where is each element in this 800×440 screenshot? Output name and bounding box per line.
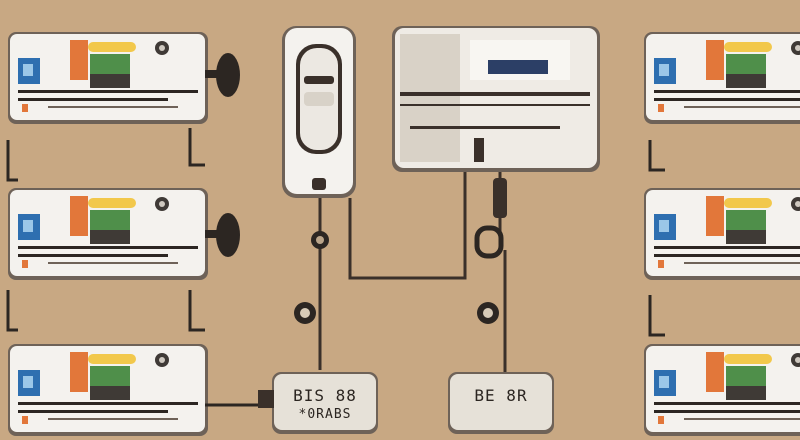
wire-loop-icon — [294, 178, 507, 324]
chip-left — [258, 372, 378, 434]
right-panel-1 — [644, 32, 800, 124]
router-device-icon — [392, 26, 600, 172]
phone-device-icon — [282, 26, 356, 198]
left-bracket-wires — [6, 128, 260, 407]
chip-right-label-1: BE 8R — [474, 386, 528, 405]
chip-left-label-1: BIS 88 — [293, 386, 357, 405]
left-panel-1 — [8, 32, 208, 124]
chip-left-label-2: *0RABS — [298, 407, 352, 422]
left-panel-2 — [8, 188, 208, 280]
right-bracket-wires — [648, 140, 665, 337]
right-panel-3 — [644, 344, 800, 436]
chip-right — [448, 372, 554, 434]
right-panel-2 — [644, 188, 800, 280]
connection-wires — [318, 172, 507, 375]
left-panel-3 — [8, 344, 208, 436]
plug-icon — [205, 53, 240, 257]
